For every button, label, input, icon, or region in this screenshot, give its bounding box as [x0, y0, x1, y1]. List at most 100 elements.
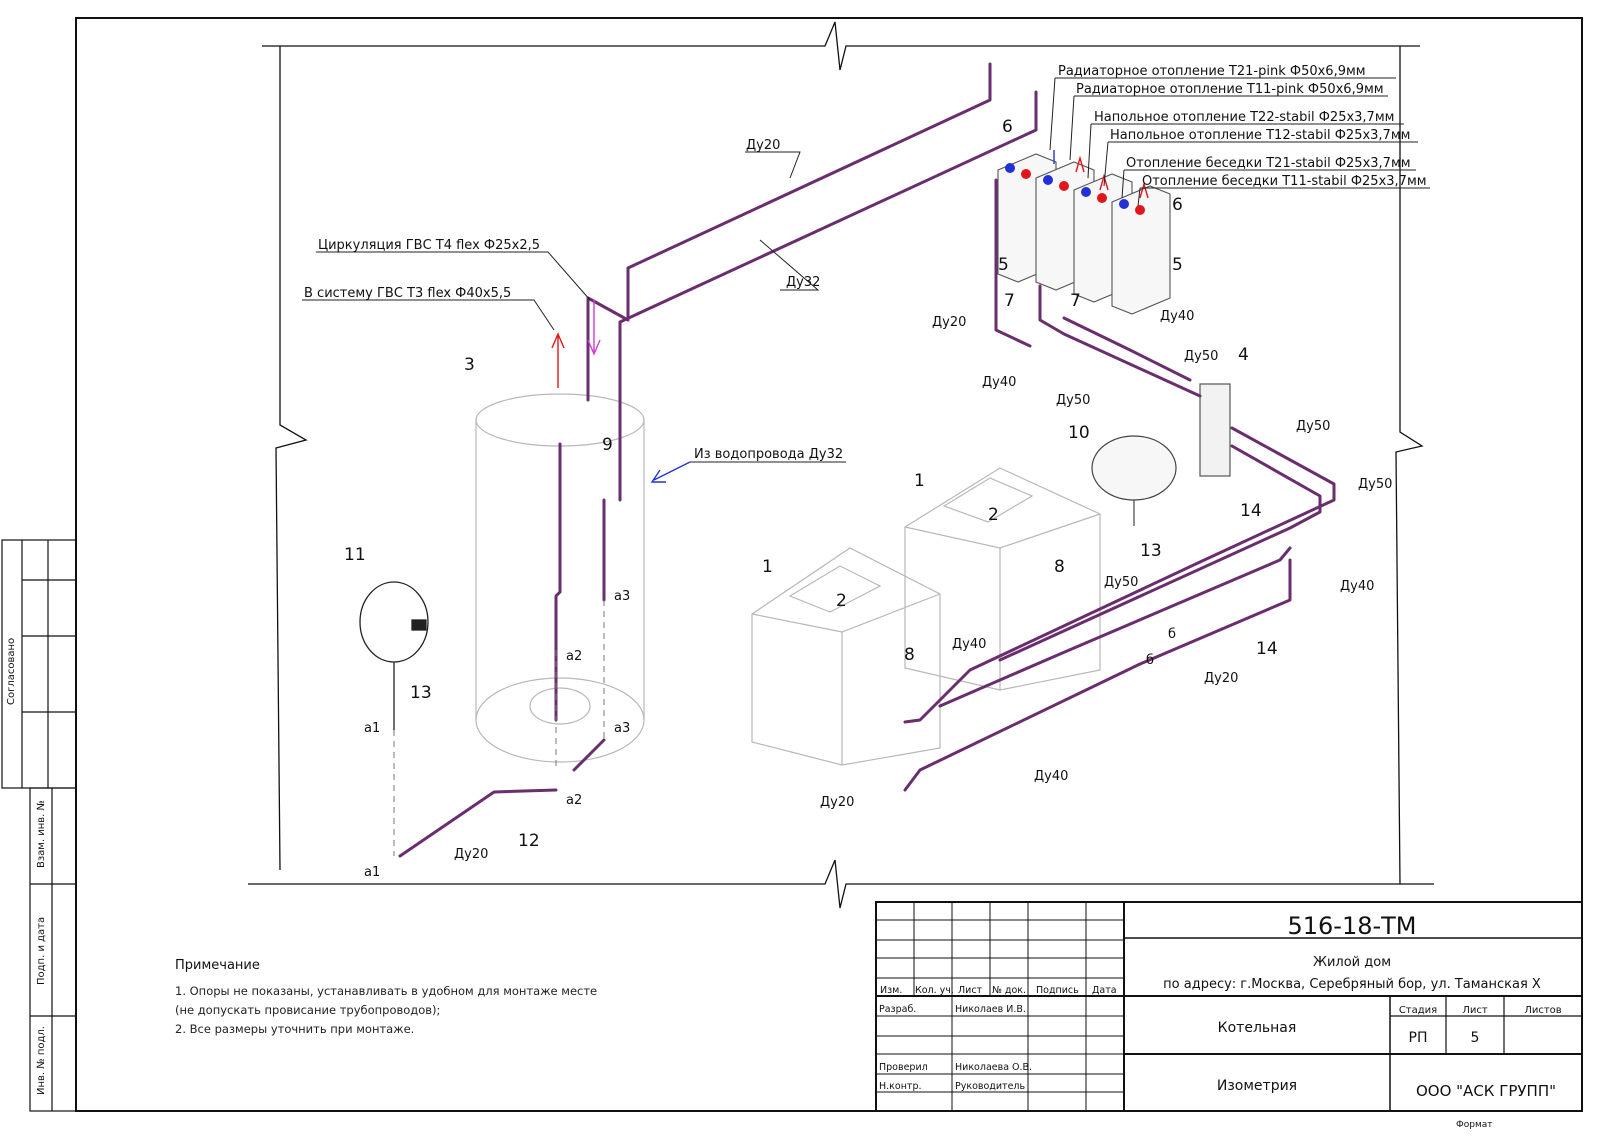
mark-6a: 6	[1002, 117, 1013, 137]
listov-header: Листов	[1524, 1005, 1561, 1016]
pipe-du50-main	[903, 426, 1336, 724]
company-name: ООО "АСК ГРУПП"	[1416, 1082, 1556, 1100]
pipes-layer	[398, 62, 1336, 858]
list-header: Лист	[1462, 1005, 1488, 1016]
pipe-du20-tank	[398, 788, 558, 858]
sheet-title: Изометрия	[1217, 1078, 1297, 1094]
dim-du40-b: Ду40	[1160, 309, 1194, 324]
object-line-2: по адресу: г.Москва, Серебряный бор, ул.…	[1163, 977, 1541, 992]
mark-12: 12	[518, 831, 540, 851]
mark-a3-top: а3	[614, 589, 630, 604]
razrab-label: Разраб.	[879, 1004, 916, 1015]
col-podp: Подпись	[1036, 985, 1079, 996]
nkontr-name: Руководитель	[955, 1081, 1026, 1092]
side-inv: Инв. № подл.	[36, 1026, 47, 1095]
doc-code: 516-18-ТМ	[1287, 912, 1416, 940]
mark-a2-top: а2	[566, 649, 582, 664]
room-outline	[248, 21, 1434, 909]
mark-9: 9	[602, 435, 613, 455]
flow-arrows	[551, 150, 1149, 483]
pipe-du50-b	[1062, 316, 1192, 382]
mark-5b: 5	[1172, 255, 1183, 275]
dhw-cylinder-bottom	[475, 677, 645, 763]
diameter-labels: Ду20 Ду32 Ду20 Ду40 Ду40 Ду50 Ду50 Ду50 …	[454, 138, 1392, 862]
label-dhw: В систему ГВС Т3 flex Ф40х5,5	[304, 286, 511, 301]
label-rad-t11: Радиаторное отопление Т11-pink Ф50х6,9мм	[1076, 82, 1384, 97]
expansion-tank-11	[359, 581, 429, 730]
label-rad-t21: Радиаторное отопление Т21-pink Ф50х6,9мм	[1058, 64, 1366, 79]
mark-7a: 7	[1004, 291, 1015, 311]
pipe-du20-right	[994, 178, 1032, 348]
position-marks: 1 1 2 2 3 4 5 5 6 6 7 7 8 8 9 10 11 12 1…	[344, 117, 1278, 851]
razrab-name: Николаев И.В.	[955, 1004, 1026, 1015]
mark-2b: 2	[988, 505, 999, 525]
pipe-dhw-vertical	[554, 442, 562, 722]
pipe-return-du50	[938, 546, 1292, 708]
projection-lines	[393, 600, 605, 856]
col-date: Дата	[1092, 985, 1117, 996]
object-line-1: Жилой дом	[1313, 955, 1391, 970]
pipe-du20-top	[586, 62, 992, 402]
prov-name: Николаева О.В.	[955, 1062, 1032, 1073]
leader-lines	[302, 77, 1430, 463]
mark-5a: 5	[998, 255, 1009, 275]
format-label: Формат	[1456, 1120, 1493, 1130]
nkontr-label: Н.контр.	[879, 1081, 922, 1092]
dim-du50-b: Ду50	[1056, 393, 1090, 408]
note-line-3: 2. Все размеры уточнить при монтаже.	[175, 1022, 415, 1036]
side-vzam: Взам. инв. №	[36, 800, 47, 868]
mark-a1-top: а1	[364, 721, 380, 736]
dim-du40-d: Ду40	[952, 637, 986, 652]
dim-du40-a: Ду40	[982, 375, 1016, 390]
note-line-2: (не допускать провисание трубопроводов);	[175, 1003, 441, 1017]
section-name: Котельная	[1218, 1020, 1297, 1036]
mark-a3-bottom: а3	[614, 721, 630, 736]
stage-value: РП	[1409, 1030, 1428, 1046]
label-floor-t12: Напольное отопление Т12-stabil Ф25х3,7мм	[1110, 128, 1410, 143]
mark-4: 4	[1238, 345, 1249, 365]
dim-du40-c: Ду40	[1340, 579, 1374, 594]
notes-title: Примечание	[175, 958, 260, 973]
dim-du50-c: Ду50	[1296, 419, 1330, 434]
pipe-return-du40	[903, 558, 1292, 792]
side-strip	[1, 539, 77, 1112]
pipe-a3-bottom	[572, 738, 606, 772]
mark-a2-bottom: а2	[566, 793, 582, 808]
label-circ: Циркуляция ГВС Т4 flex Ф25х2,5	[318, 238, 540, 253]
col-ndok: № док.	[992, 985, 1026, 996]
mark-14a: 14	[1240, 501, 1262, 521]
mark-a1-bottom: а1	[364, 865, 380, 880]
manifold-gauges	[1005, 163, 1145, 215]
dim-du50-e: Ду50	[1104, 575, 1138, 590]
dim-du20-top: Ду20	[746, 138, 780, 153]
mark-3: 3	[464, 355, 475, 375]
mark-1b: 1	[914, 471, 925, 491]
dim-du20-left: Ду20	[932, 315, 966, 330]
mark-2a: 2	[836, 591, 847, 611]
connection-marks: а1 а1 а2 а2 а3 а3 б б	[364, 589, 1176, 880]
prov-label: Проверил	[879, 1062, 928, 1073]
side-agreed: Согласовано	[6, 638, 17, 705]
mark-14b: 14	[1256, 639, 1278, 659]
note-line-1: 1. Опоры не показаны, устанавливать в уд…	[175, 984, 598, 998]
dim-du40-e: Ду40	[1034, 769, 1068, 784]
mark-13a: 13	[410, 683, 432, 703]
mark-b2: б	[1146, 653, 1154, 668]
boiler-1	[751, 547, 941, 766]
dim-du20-mid: Ду20	[1204, 671, 1238, 686]
dim-du20-bot: Ду20	[820, 795, 854, 810]
label-gaz-t11: Отопление беседки Т11-stabil Ф25х3,7мм	[1142, 174, 1427, 189]
pipe-du32-top	[618, 90, 1038, 502]
title-block-text: 516-18-ТМ Жилой дом по адресу: г.Москва,…	[879, 912, 1562, 1130]
dim-du50-d: Ду50	[1358, 477, 1392, 492]
dim-du20-tank: Ду20	[454, 847, 488, 862]
col-izm: Изм.	[880, 985, 902, 996]
hydraulic-separator	[1199, 383, 1231, 477]
pipe-du50-a	[1038, 284, 1202, 398]
mark-11: 11	[344, 545, 366, 565]
col-list: Лист	[958, 985, 983, 996]
equipment-layer	[475, 393, 1101, 766]
mark-6b: 6	[1172, 195, 1183, 215]
boiler-2	[904, 467, 1101, 691]
